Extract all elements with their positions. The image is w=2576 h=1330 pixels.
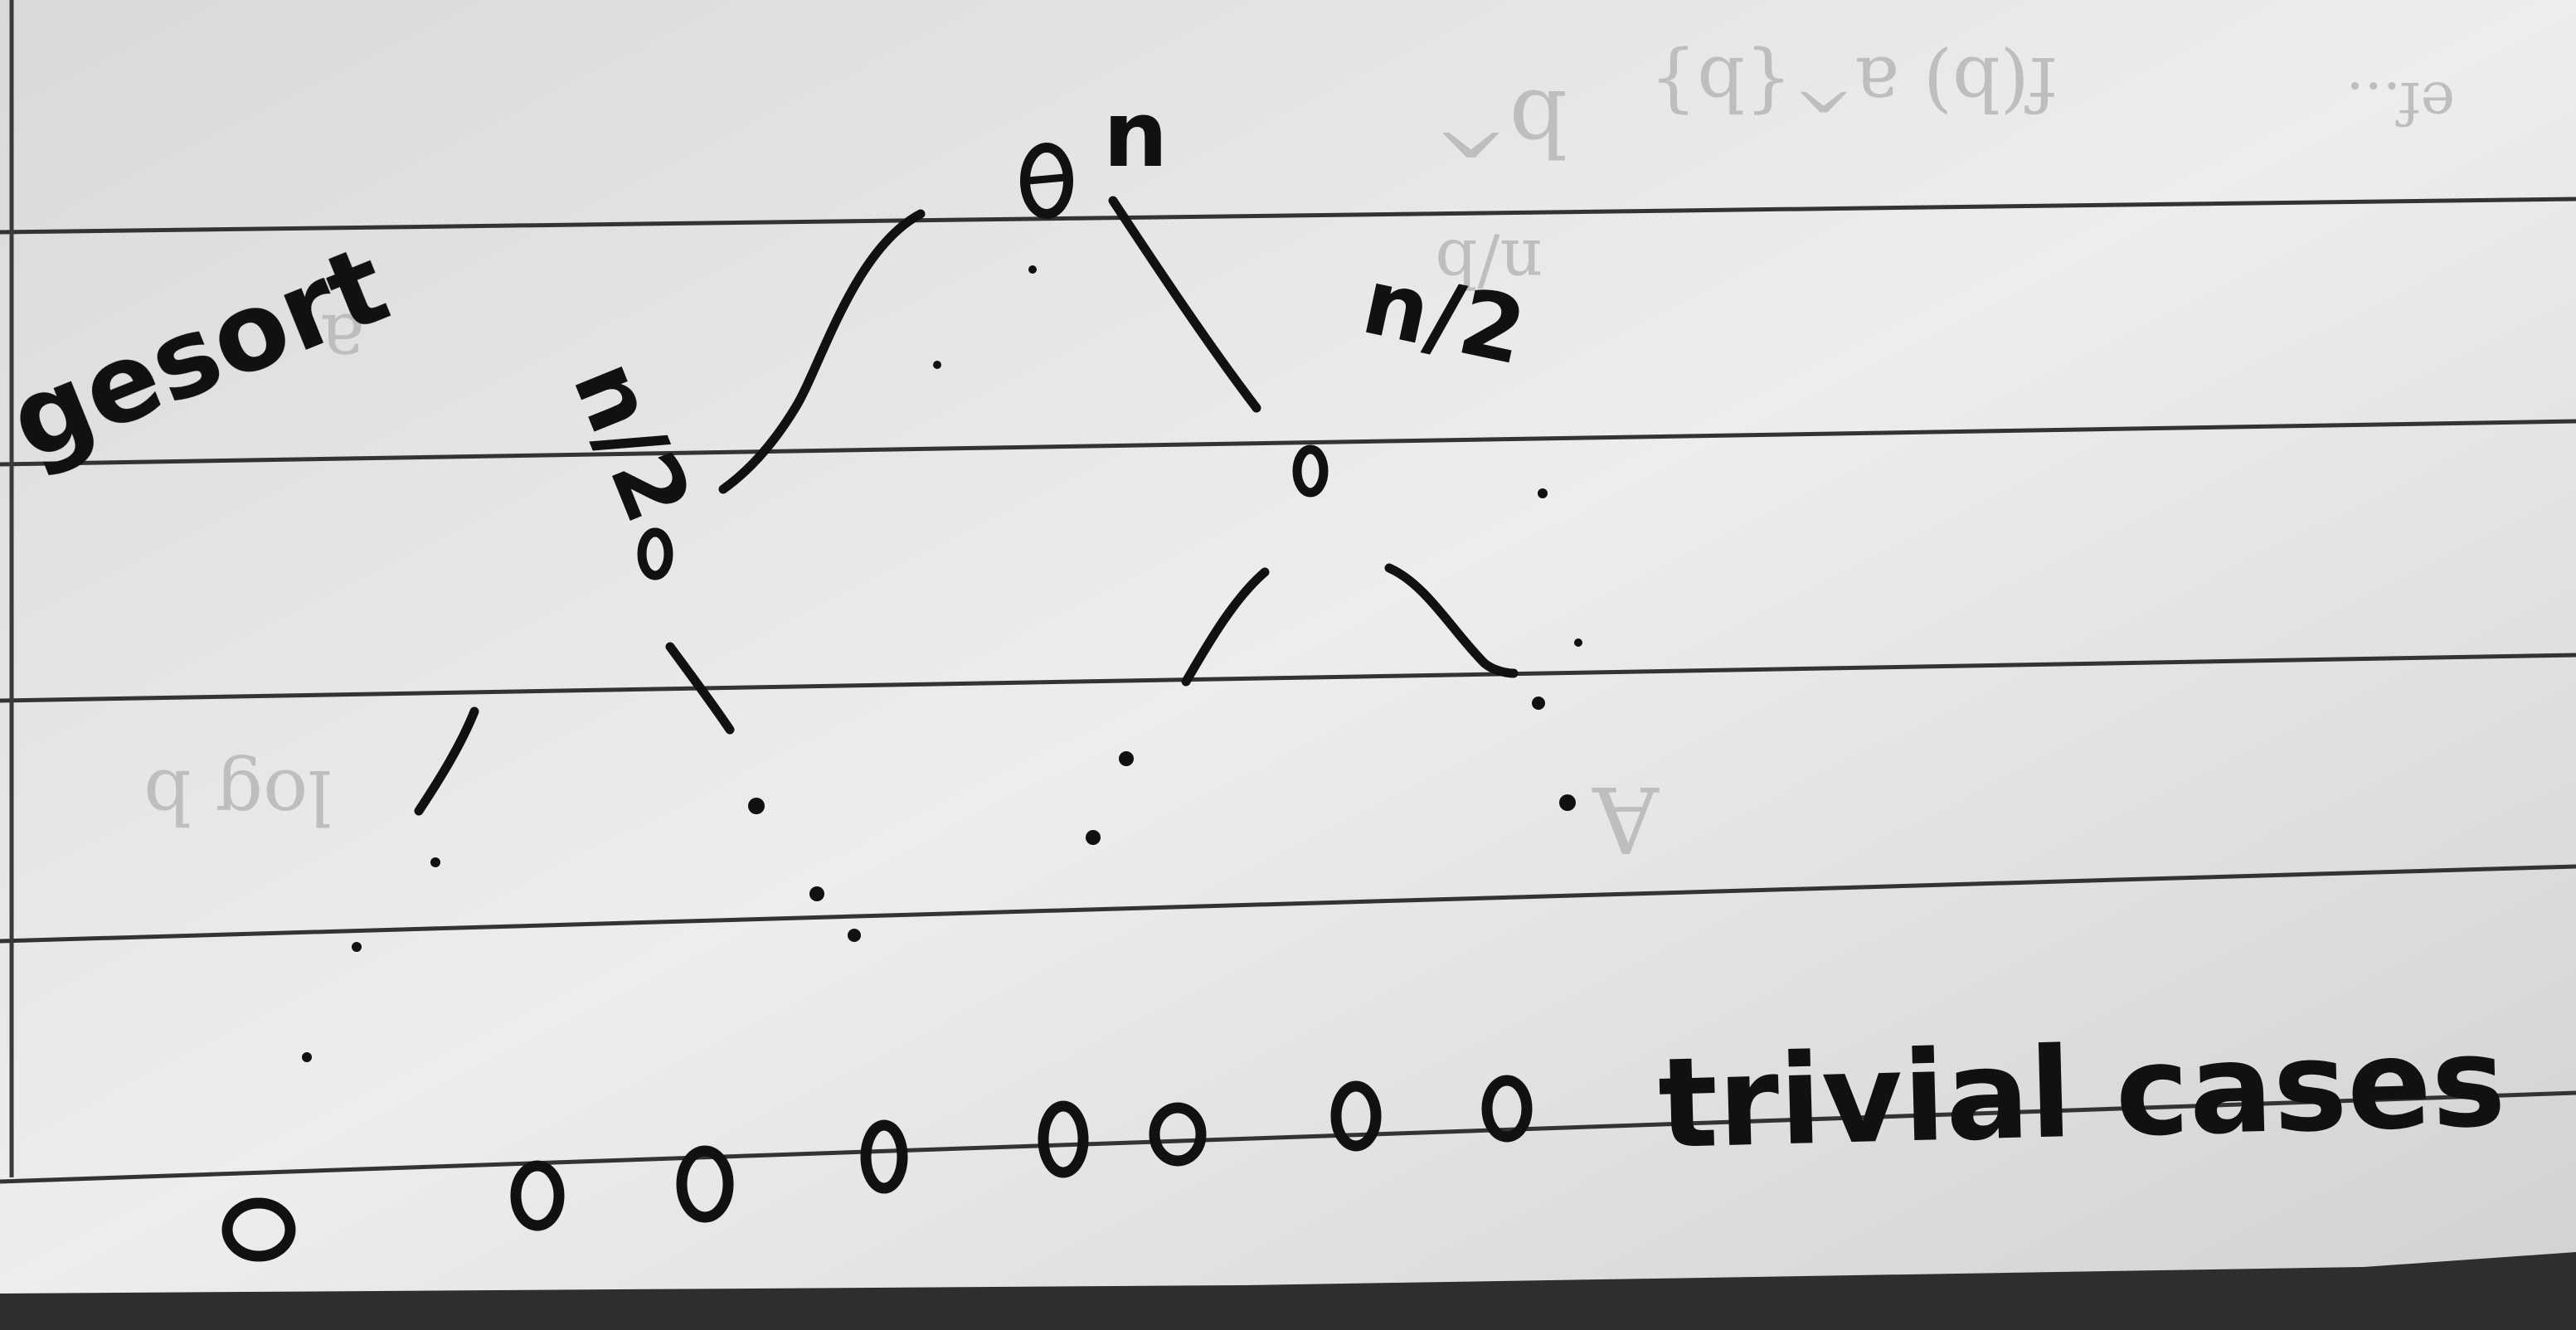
svg-text:b^: b^ — [1432, 70, 1567, 176]
tree-edge-6 — [1384, 563, 1519, 678]
tree-edge-4 — [414, 706, 479, 816]
ellipsis-dot-8 — [1538, 488, 1548, 498]
ellipsis-dot-13 — [430, 857, 440, 867]
svg-text:ef...: ef... — [2345, 69, 2455, 137]
left-child-circle — [637, 527, 673, 580]
svg-text:f(b) a^{b}: f(b) a^{b} — [1650, 40, 2057, 127]
ellipsis-dot-4 — [1086, 830, 1101, 845]
ellipsis-dot-11 — [933, 361, 941, 369]
svg-text:n/b: n/b — [1435, 225, 1543, 302]
ruled-line-1 — [0, 197, 2576, 235]
tree-edge-2 — [1108, 196, 1261, 413]
ellipsis-dot-14 — [1574, 638, 1582, 647]
ellipsis-dot-10 — [302, 1052, 312, 1062]
leaf-node-8 — [1481, 1075, 1533, 1143]
right-child-circle — [1292, 444, 1329, 498]
ruled-line-5 — [0, 1090, 2576, 1184]
tree-edges — [414, 196, 1519, 816]
leaf-node-1 — [221, 1197, 296, 1262]
ruled-line-4 — [0, 864, 2576, 944]
leaf-node-3 — [676, 1145, 734, 1223]
svg-text:log b: log b — [143, 753, 332, 840]
leaf-node-6 — [1149, 1102, 1207, 1167]
ellipsis-dot-3 — [848, 929, 861, 942]
leaf-node-4 — [860, 1119, 908, 1194]
svg-text:a: a — [320, 297, 365, 384]
bleed-through: b^ f(b) a^{b} ef... n/b log b A a — [143, 40, 2455, 872]
tree-edge-3 — [665, 642, 735, 735]
ellipsis-dot-5 — [1119, 751, 1134, 766]
svg-text:A: A — [1592, 766, 1660, 872]
leaf-node-2 — [510, 1160, 565, 1231]
ellipsis-dot-9 — [352, 942, 362, 952]
root-node: n — [1020, 81, 1168, 219]
ellipsis-dot-2 — [809, 886, 824, 901]
ellipsis-dot-7 — [1532, 697, 1545, 710]
root-node-circle — [1020, 143, 1073, 219]
root-label: n — [1103, 81, 1168, 187]
tree-edge-5 — [1181, 567, 1270, 687]
leaf-node-5 — [1038, 1100, 1089, 1178]
leaf-node-7 — [1330, 1080, 1382, 1152]
leaves-label: trivial cases — [1656, 1010, 2507, 1177]
tree-edge-1 — [718, 209, 926, 494]
paper-sheet — [0, 0, 2576, 1294]
ellipsis-dot-12 — [1028, 265, 1037, 274]
leaf-nodes — [221, 1075, 1533, 1262]
ellipsis-dot-1 — [748, 798, 765, 814]
ellipsis-dot-6 — [1559, 794, 1576, 811]
ruled-line-2 — [0, 419, 2576, 467]
ruled-line-3 — [0, 653, 2576, 703]
ellipsis-dots — [302, 265, 1582, 1062]
ruled-lines — [0, 197, 2576, 1184]
